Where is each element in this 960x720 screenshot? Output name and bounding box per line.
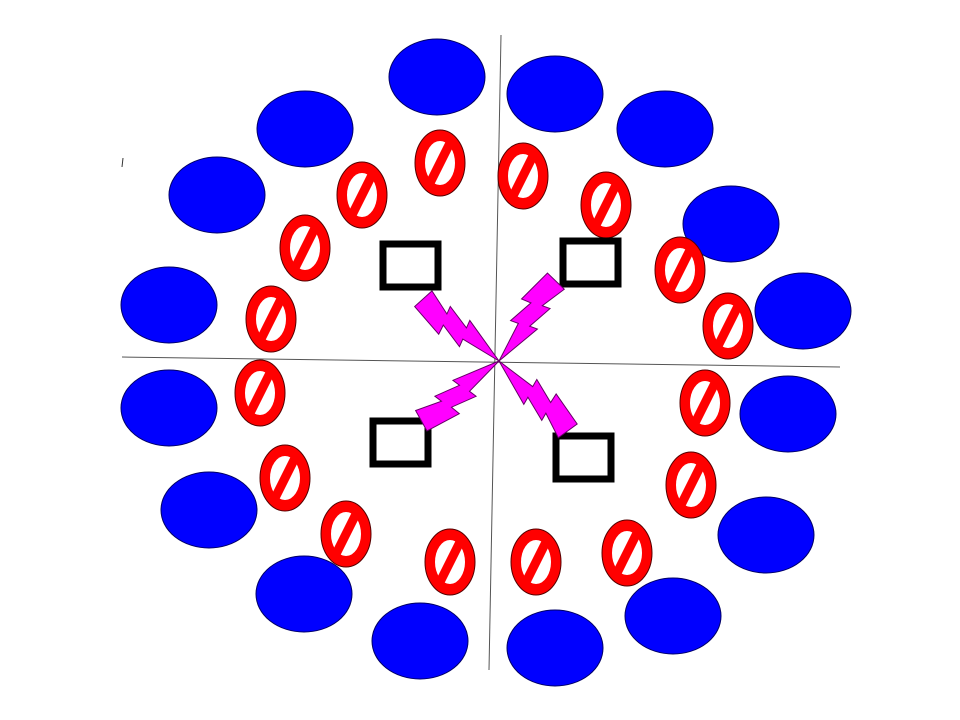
no-sign-icon	[510, 528, 562, 596]
box	[379, 240, 442, 291]
blue-oval	[682, 185, 780, 263]
blue-oval	[256, 90, 354, 168]
no-sign-icon	[245, 285, 297, 353]
no-sign-icon	[580, 171, 632, 239]
blue-oval	[506, 55, 604, 133]
no-sign-ring	[234, 129, 754, 596]
blue-oval	[388, 38, 486, 116]
no-sign-icon	[320, 500, 372, 568]
blue-oval	[160, 471, 258, 549]
blue-oval	[616, 90, 714, 168]
blue-oval	[371, 602, 469, 680]
box	[559, 237, 622, 288]
no-sign-icon	[234, 359, 286, 427]
no-sign-icon	[279, 214, 331, 282]
no-sign-icon	[497, 142, 549, 210]
blue-oval	[120, 369, 218, 447]
no-sign-icon	[259, 444, 311, 512]
no-sign-icon	[702, 292, 754, 360]
no-sign-icon	[414, 129, 466, 197]
blue-oval	[754, 272, 852, 350]
lightning-bolts	[413, 272, 578, 439]
no-sign-icon	[665, 451, 717, 519]
no-sign-icon	[336, 161, 388, 229]
horizontal-axis	[121, 356, 841, 368]
blue-oval	[255, 555, 353, 633]
blue-oval	[506, 609, 604, 687]
blue-oval	[624, 577, 722, 655]
box	[369, 417, 432, 468]
boxes	[369, 237, 622, 483]
blue-oval	[717, 496, 815, 574]
lightning-bolt-icon	[414, 360, 500, 432]
no-sign-icon	[601, 519, 653, 587]
blue-oval	[168, 156, 266, 234]
blue-oval	[739, 375, 837, 453]
lightning-bolt-icon	[498, 360, 578, 439]
no-sign-icon	[424, 528, 476, 596]
no-sign-icon	[654, 236, 706, 304]
blue-oval	[120, 266, 218, 344]
lightning-bolt-icon	[413, 290, 500, 362]
box	[552, 432, 615, 483]
lightning-bolt-icon	[498, 272, 566, 362]
axes	[121, 34, 841, 671]
stray-mark	[121, 157, 124, 168]
vertical-axis	[488, 34, 502, 671]
blue-oval-ring	[120, 38, 852, 687]
no-sign-icon	[679, 369, 731, 437]
